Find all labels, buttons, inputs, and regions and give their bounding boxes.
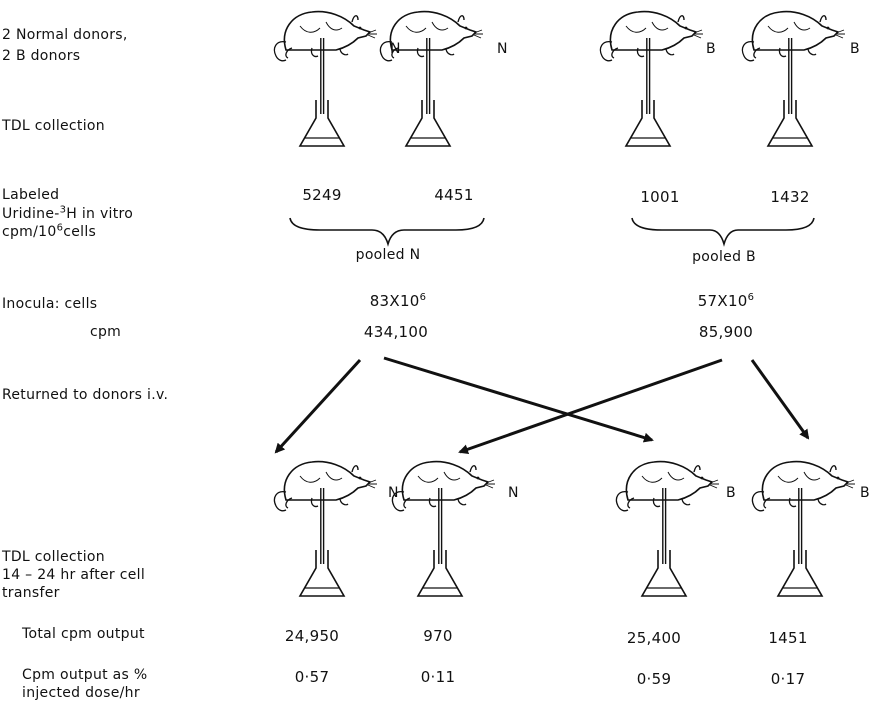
donor-rat-n1-icon [273,10,378,147]
inocula-n-cells: 83X106 [369,292,427,310]
donor-rat-b1-icon [599,10,704,147]
donor-tag-b1: B [706,41,716,57]
total-cpm-b1: 25,400 [626,629,682,647]
donor-rat-n2-icon [379,10,484,147]
pooled-n-label: pooled N [355,247,421,263]
donor-tag-b2: B [850,41,860,57]
label-tdl-collection-1: TDL collection [2,118,105,134]
labeled-value-n1: 5249 [302,186,342,204]
donor-rat-b2-icon [741,10,846,147]
inocula-b-cells: 57X106 [697,292,755,310]
inocula-n-cpm: 434,100 [363,323,429,341]
inocula-b-cpm: 85,900 [698,323,754,341]
pct-output-n2: 0·11 [420,668,456,686]
donor-tag-n1: N [390,41,401,57]
label-labeled-line2: Uridine-3H in vitro [2,204,134,222]
recipient-tag-b1: B [726,485,736,501]
recipient-rat-n1-icon [273,460,378,597]
label-labeled-line3: cpm/106cells [2,222,97,240]
label-inocula: Inocula: cells [2,296,98,312]
label-tdl-collection-2-line2: 14 – 24 hr after cell [2,567,146,583]
recipient-tag-b2: B [860,485,870,501]
arrow-n-to-n1 [274,358,362,454]
label-labeled-line1: Labeled [2,187,60,203]
label-pct-line2: injected dose/hr [22,685,140,701]
total-cpm-b2: 1451 [768,629,808,647]
label-tdl-collection-2-line3: transfer [2,585,60,601]
labeled-value-b2: 1432 [770,188,810,206]
label-pct-line1: Cpm output as % [22,667,148,683]
total-cpm-n1: 24,950 [284,627,340,645]
label-donors-line2: 2 B donors [2,48,81,64]
pct-output-b2: 0·17 [770,670,806,688]
recipient-rat-b2-icon [751,460,856,597]
recipient-tag-n1: N [388,485,399,501]
total-cpm-n2: 970 [423,627,453,645]
label-total-cpm: Total cpm output [22,626,145,642]
donor-tag-n2: N [497,41,508,57]
labeled-value-n2: 4451 [434,186,474,204]
pooled-b-label: pooled B [692,249,756,265]
arrow-b-to-n2 [458,358,723,455]
label-returned: Returned to donors i.v. [2,387,169,403]
arrow-b-to-b2 [750,359,810,440]
pct-output-b1: 0·59 [636,670,672,688]
recipient-rat-n2-icon [391,460,496,597]
recipient-tag-n2: N [508,485,519,501]
brace-pooled-n [289,217,485,247]
brace-pooled-b [631,217,815,247]
recipient-rat-b1-icon [615,460,720,597]
arrow-n-to-b1 [383,356,654,443]
pct-output-n1: 0·57 [294,668,330,686]
label-cpm: cpm [90,324,122,340]
label-donors-line1: 2 Normal donors, [2,27,128,43]
label-tdl-collection-2-line1: TDL collection [2,549,105,565]
labeled-value-b1: 1001 [640,188,680,206]
